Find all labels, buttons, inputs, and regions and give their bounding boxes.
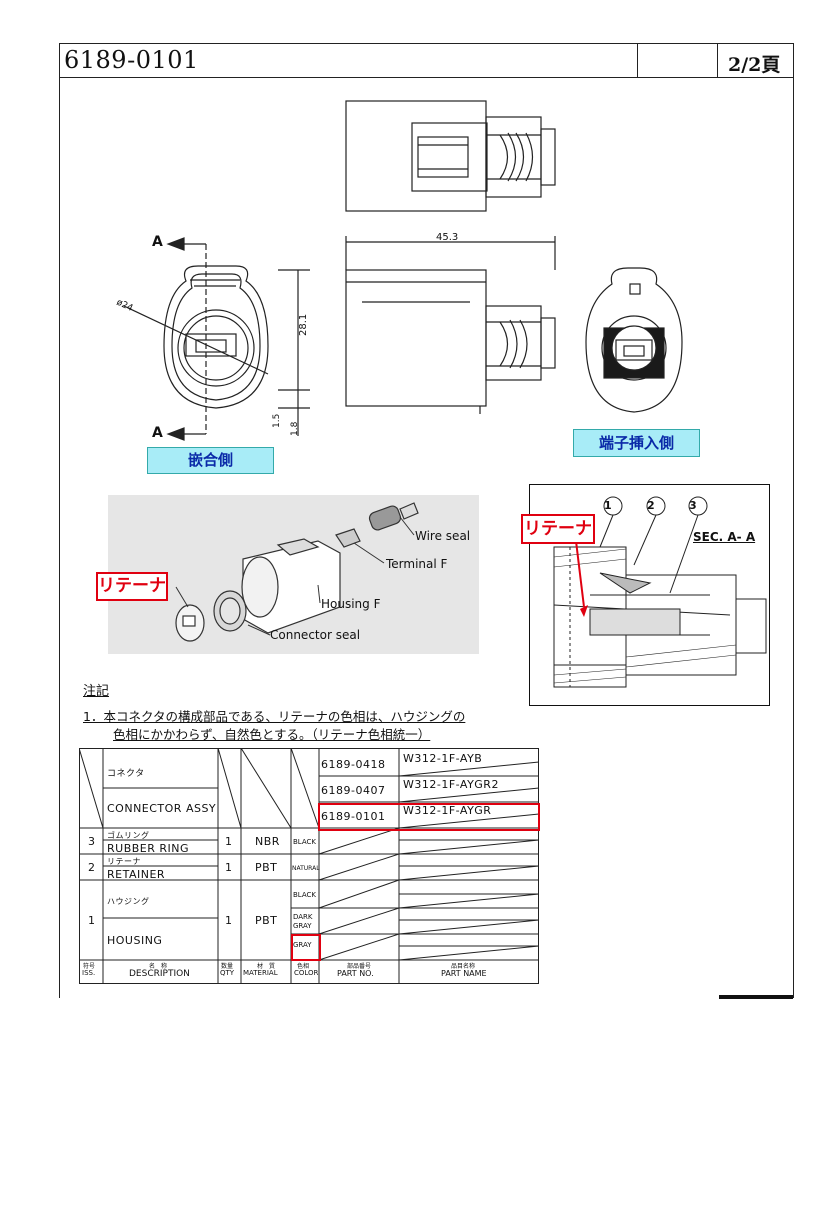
title-divider (717, 44, 718, 77)
footer-iss-jp: 符号 (83, 963, 96, 970)
exploded-parts-illustration (175, 502, 419, 642)
row-name-jp: ハウジング (107, 897, 150, 906)
row-color: NATURAL (292, 865, 320, 872)
section-title: SEC. A- A (693, 530, 756, 544)
section-drawing (553, 496, 767, 688)
assy-name-en: CONNECTOR ASSY (107, 802, 217, 815)
footer-material: MATERIAL (243, 969, 278, 977)
row-material: PBT (255, 914, 278, 927)
footer-color: COLOR (294, 969, 319, 977)
row-color-black: BLACK (293, 891, 317, 899)
footer-iss: ISS. (82, 969, 96, 977)
document-number: 6189-0101 (64, 46, 199, 74)
footer-color-jp: 色相 (297, 963, 310, 970)
part-name-ayb: W312-1F-AYB (403, 752, 483, 765)
mating-side-drawing: ø24 28.1 (115, 237, 310, 441)
part-name-aygr: W312-1F-AYGR (403, 804, 492, 817)
footer-desc-jp: 名 称 (149, 963, 168, 970)
footer-pn-jp: 部品番号 (347, 963, 372, 970)
balloon-1: 1 (604, 499, 612, 512)
retainer-label-photo: リテーナ (96, 572, 168, 601)
footer-pn: PART NO. (337, 969, 374, 978)
row-color-dark-gray: DARK GRAY (293, 913, 313, 930)
row-iss: 2 (88, 861, 96, 874)
title-block: 6189-0101 2/2頁 (59, 43, 794, 78)
dim-small-2: 1.8 (290, 421, 300, 436)
dim-length: 45.3 (436, 232, 458, 243)
row-qty: 1 (225, 861, 233, 874)
row-qty: 1 (225, 914, 233, 927)
section-marker-bottom: A (152, 425, 163, 441)
part-number-0101: 6189-0101 (321, 810, 386, 823)
row-name-en: RETAINER (107, 868, 166, 881)
row-name-en: HOUSING (107, 934, 163, 947)
mating-side-label: 嵌合側 (147, 447, 274, 474)
section-marker-top: A (152, 234, 163, 250)
highlight-gray-color (291, 934, 321, 961)
row-name-jp: リテーナ (107, 857, 141, 866)
top-view-drawing (345, 100, 556, 212)
side-view-drawing: 45.3 (345, 232, 556, 414)
frame-bar (719, 995, 793, 999)
title-divider (637, 44, 638, 77)
notes-line-1: 1．本コネクタの構成部品である、リテーナの色相は、ハウジングの (83, 709, 466, 724)
dim-small-1: 1.5 (272, 413, 282, 428)
footer-material-jp: 材 質 (257, 963, 276, 970)
dim-diameter: ø24 (115, 298, 135, 314)
callout-wire-seal: Wire seal (415, 529, 471, 543)
footer-name: PART NAME (441, 969, 487, 978)
row-color: BLACK (293, 838, 317, 846)
footer-desc: DESCRIPTION (129, 969, 190, 979)
callout-connector-seal: Connector seal (270, 628, 361, 642)
part-name-aygr2: W312-1F-AYGR2 (403, 778, 499, 791)
footer-qty: QTY (220, 969, 235, 977)
row-name-jp: ゴムリング (107, 831, 150, 840)
part-number-0407: 6189-0407 (321, 784, 386, 797)
notes-line-2: 色相にかかわらず、自然色とする。（リテーナ色相統一） (113, 727, 431, 742)
terminal-side-drawing (585, 267, 683, 413)
highlight-part-row (318, 803, 540, 831)
terminal-side-label: 端子挿入側 (573, 429, 700, 457)
footer-name-jp: 品目名称 (451, 963, 476, 970)
row-iss: 3 (88, 835, 96, 848)
row-qty: 1 (225, 835, 233, 848)
callout-terminal: Terminal F (386, 557, 448, 571)
row-material: PBT (255, 861, 278, 874)
balloon-2: 2 (647, 499, 655, 512)
row-material: NBR (255, 835, 280, 848)
part-number-0418: 6189-0418 (321, 758, 386, 771)
retainer-label-section: リテーナ (521, 514, 595, 544)
exploded-photo: Wire seal Terminal F Housing F Connector… (108, 495, 479, 654)
assy-name-jp: コネクタ (107, 769, 145, 779)
page-number: 2/2頁 (728, 54, 781, 76)
footer-qty-jp: 数量 (221, 963, 234, 970)
balloon-3: 3 (689, 499, 697, 512)
dim-height: 28.1 (298, 314, 309, 336)
row-iss: 1 (88, 914, 96, 927)
row-color-gray: GRAY (293, 941, 312, 949)
notes-heading: 注記 (83, 684, 110, 699)
row-name-en: RUBBER RING (107, 842, 190, 855)
callout-housing: Housing F (321, 597, 381, 611)
